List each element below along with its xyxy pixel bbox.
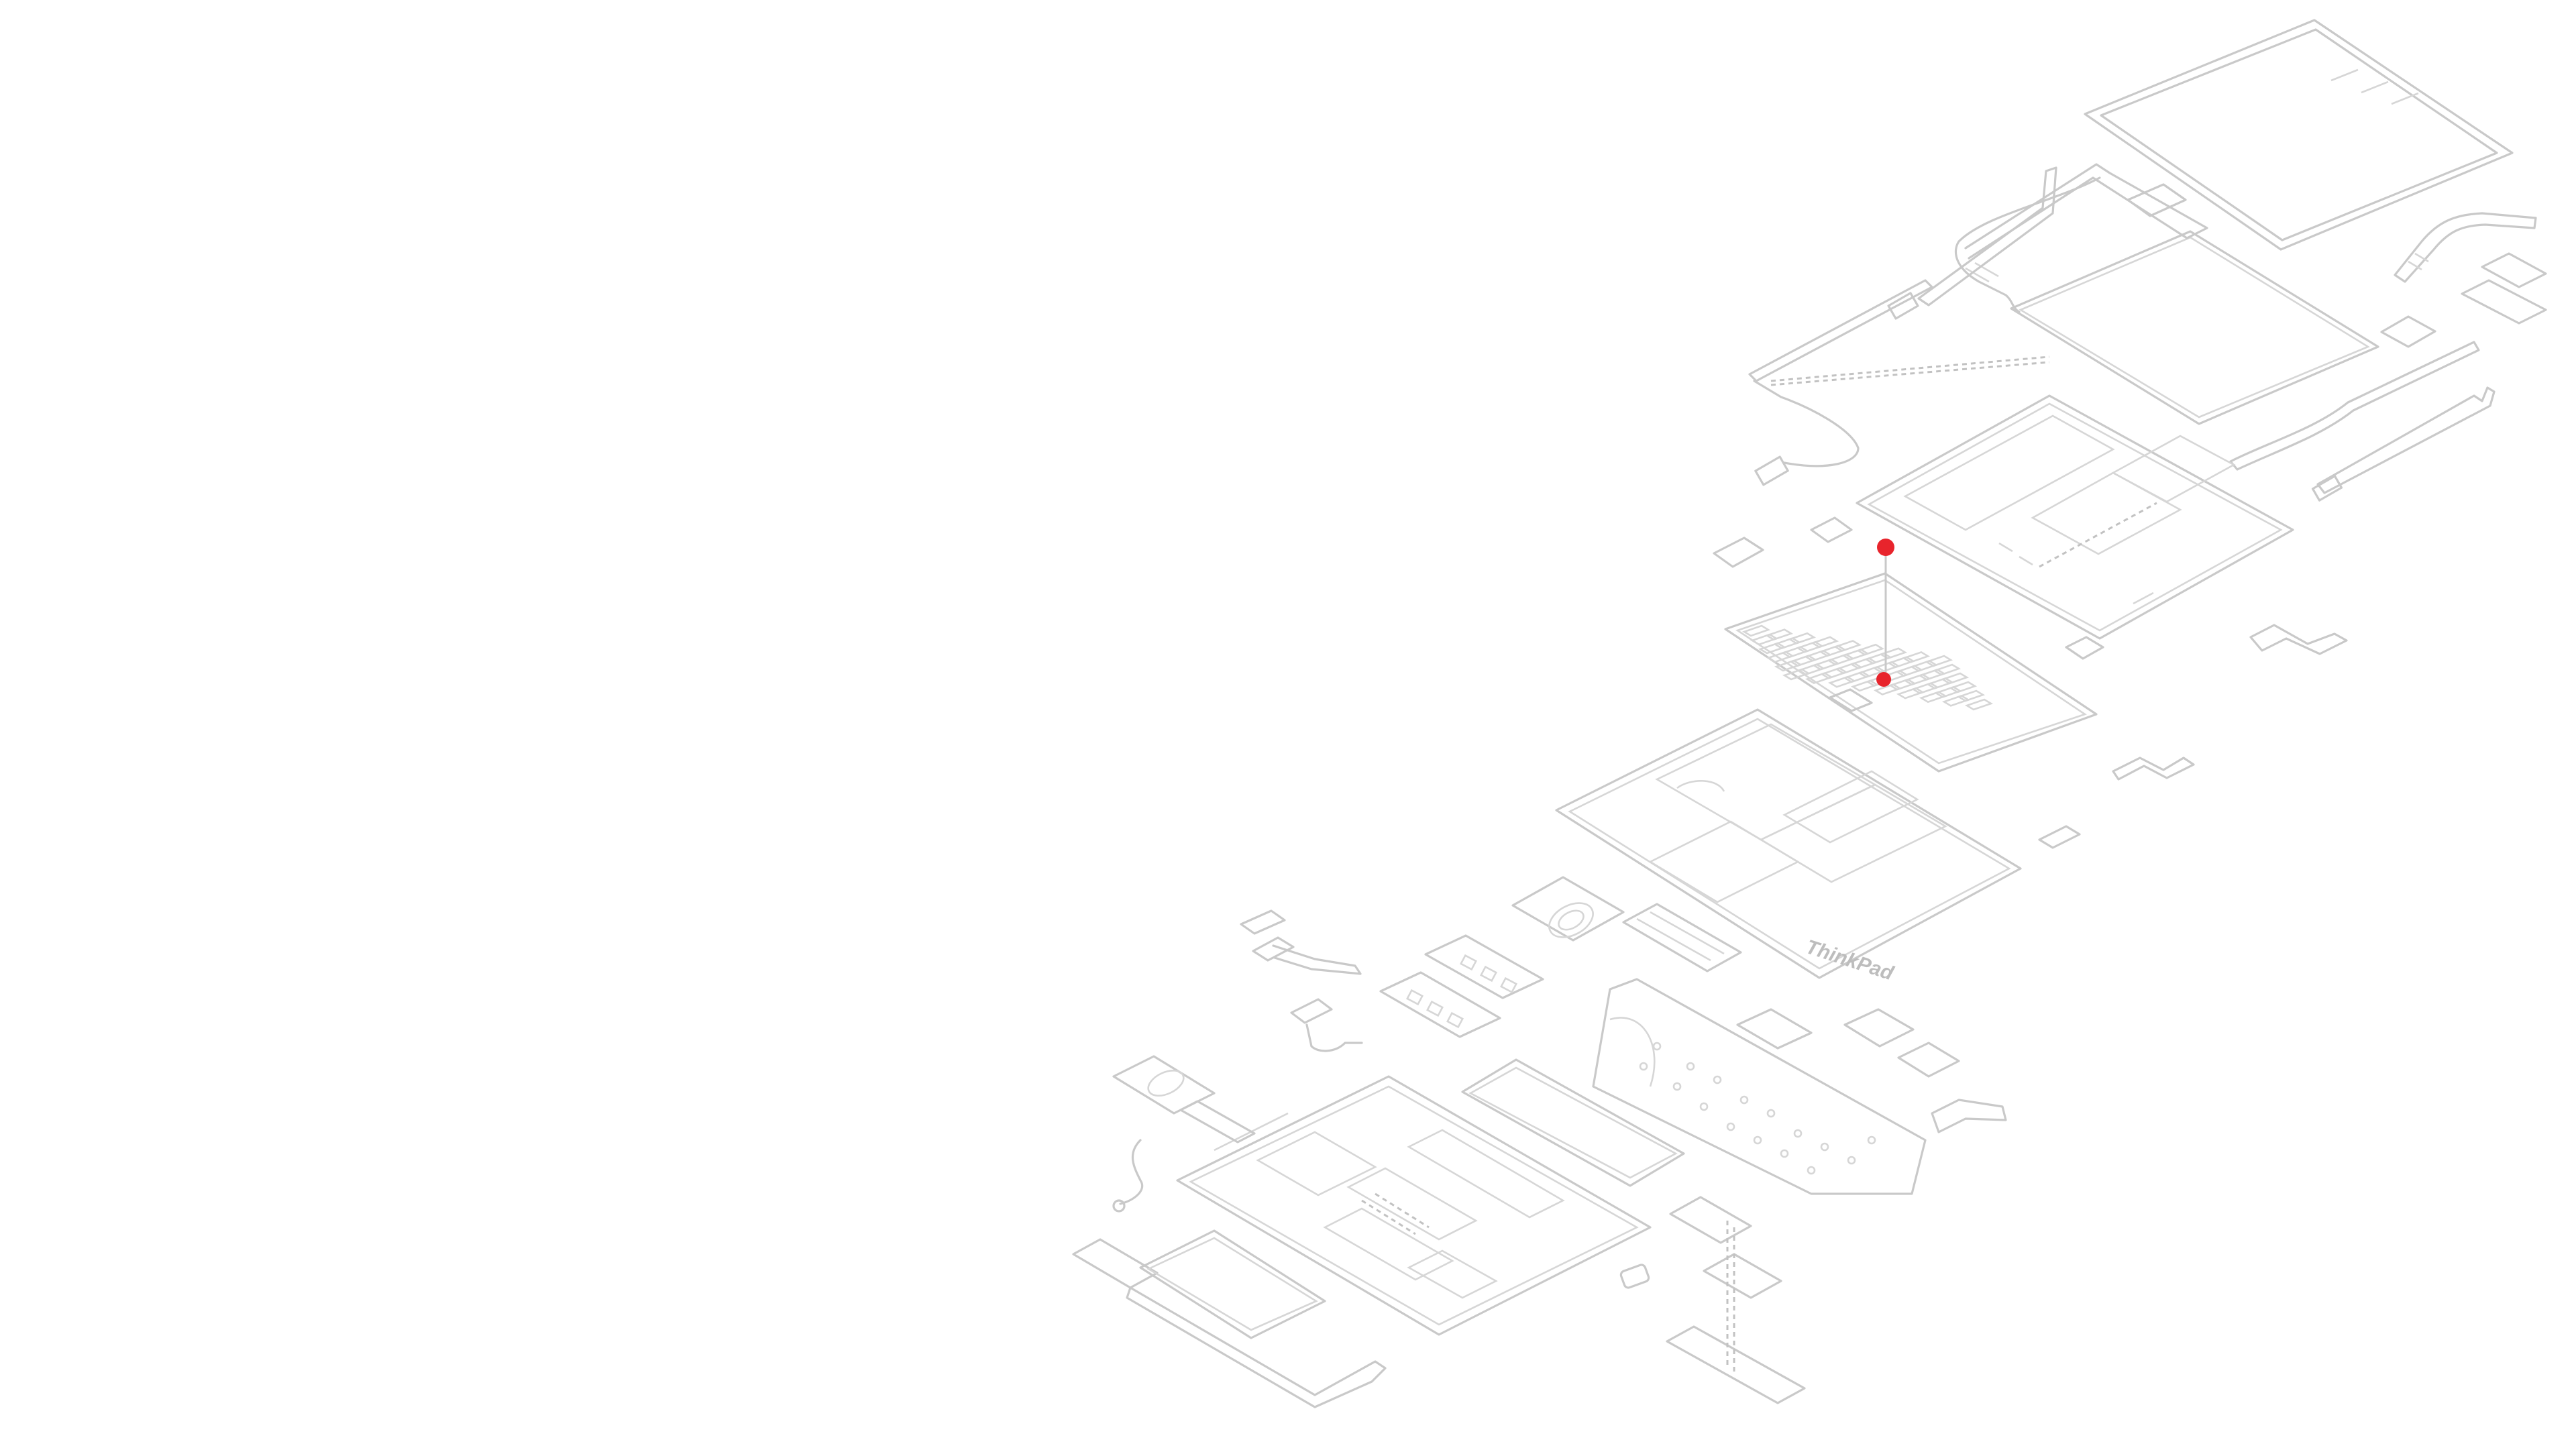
keycap <box>1902 673 1932 686</box>
board-component <box>1726 1122 1735 1131</box>
keycap <box>1787 632 1817 645</box>
keycap <box>1811 658 1841 671</box>
board-component <box>1867 1135 1876 1145</box>
base-cover <box>1176 1075 1652 1336</box>
keycap <box>1894 665 1924 677</box>
keycap <box>1896 687 1925 700</box>
keycap <box>1795 640 1825 653</box>
board-component <box>1766 1109 1776 1118</box>
keycap <box>1933 685 1963 698</box>
board-component <box>1652 1042 1662 1051</box>
keycap <box>1911 682 1940 695</box>
keycap <box>1925 677 1955 689</box>
small-bracket-left <box>1240 909 1363 1052</box>
keycap <box>1888 678 1917 691</box>
keycap <box>1850 679 1880 692</box>
keycap <box>1864 652 1893 665</box>
keycap <box>1909 659 1939 672</box>
m2-cards <box>1736 1008 1960 1078</box>
hotspot-marker-top[interactable] <box>1877 539 1894 556</box>
palm-rest: ThinkPad <box>1555 708 2195 985</box>
keycap <box>1849 657 1878 669</box>
keycap <box>1917 668 1947 681</box>
keycap <box>1886 656 1916 669</box>
keycap <box>1964 698 1994 711</box>
keycap <box>1856 643 1885 656</box>
keycap <box>1940 672 1970 685</box>
display-cable <box>1887 166 2057 320</box>
keycap <box>1818 645 1847 657</box>
speaker-assembly <box>1112 1055 1256 1213</box>
thermal-module <box>1511 876 1742 972</box>
top-cover <box>1856 394 2294 640</box>
antenna-frame <box>1954 163 2208 313</box>
board-component <box>1686 1062 1695 1071</box>
board-component <box>1820 1142 1829 1152</box>
board-component <box>1639 1062 1648 1071</box>
keycap <box>1788 655 1818 667</box>
board-component <box>1753 1135 1762 1145</box>
keycap <box>1941 694 1971 707</box>
keycap <box>1805 672 1834 685</box>
system-board <box>1592 978 2007 1195</box>
keycap <box>1766 651 1795 663</box>
keycap <box>1810 636 1839 649</box>
keycap <box>1826 653 1856 666</box>
keycap <box>1901 651 1931 663</box>
keycap <box>1924 655 1953 667</box>
keycap <box>1873 683 1902 695</box>
display-bezel <box>2084 19 2514 251</box>
rear-bracket <box>1619 1196 1806 1404</box>
board-components <box>1639 1042 1876 1175</box>
keycap <box>1764 628 1794 641</box>
lcd-panel <box>2010 230 2379 425</box>
board-component <box>1807 1166 1816 1175</box>
keycap <box>1827 675 1857 688</box>
keycap <box>1841 649 1870 661</box>
keycap <box>1774 659 1803 672</box>
hotspot-marker-keyboard[interactable] <box>1876 672 1891 687</box>
right-cable <box>2229 212 2547 502</box>
board-component <box>1713 1075 1722 1084</box>
keyboard-keys <box>1741 624 1994 711</box>
keycap <box>1796 663 1826 676</box>
board-component <box>1672 1082 1682 1091</box>
keycap <box>1834 662 1864 675</box>
keycap <box>1932 663 1962 676</box>
board-component <box>1847 1156 1856 1165</box>
keycap <box>1842 671 1872 683</box>
keyboard <box>1724 572 2098 773</box>
board-component <box>1780 1149 1789 1158</box>
keycap <box>1919 691 1948 704</box>
antenna-cable-left <box>1748 279 2050 486</box>
secondary-battery <box>1072 1229 1387 1408</box>
keycap <box>1750 633 1779 646</box>
trackpoint-hotspot[interactable] <box>1876 539 1894 687</box>
board-component <box>1699 1102 1709 1111</box>
hinge-parts <box>1713 516 2348 660</box>
battery <box>1461 1058 1685 1187</box>
board-component <box>1739 1095 1749 1105</box>
keycap <box>1956 689 1986 702</box>
keycap <box>1741 624 1771 637</box>
memory-modules <box>1379 934 1544 1038</box>
board-component <box>1793 1129 1803 1138</box>
keycap <box>1772 637 1802 650</box>
keycap <box>1948 681 1978 693</box>
keycap <box>1803 649 1833 662</box>
keycap <box>1758 642 1787 655</box>
keycap <box>1782 668 1811 681</box>
keycap <box>1780 646 1810 659</box>
keycap <box>1819 667 1849 679</box>
keycap <box>1833 640 1862 652</box>
keycap <box>1857 666 1886 678</box>
